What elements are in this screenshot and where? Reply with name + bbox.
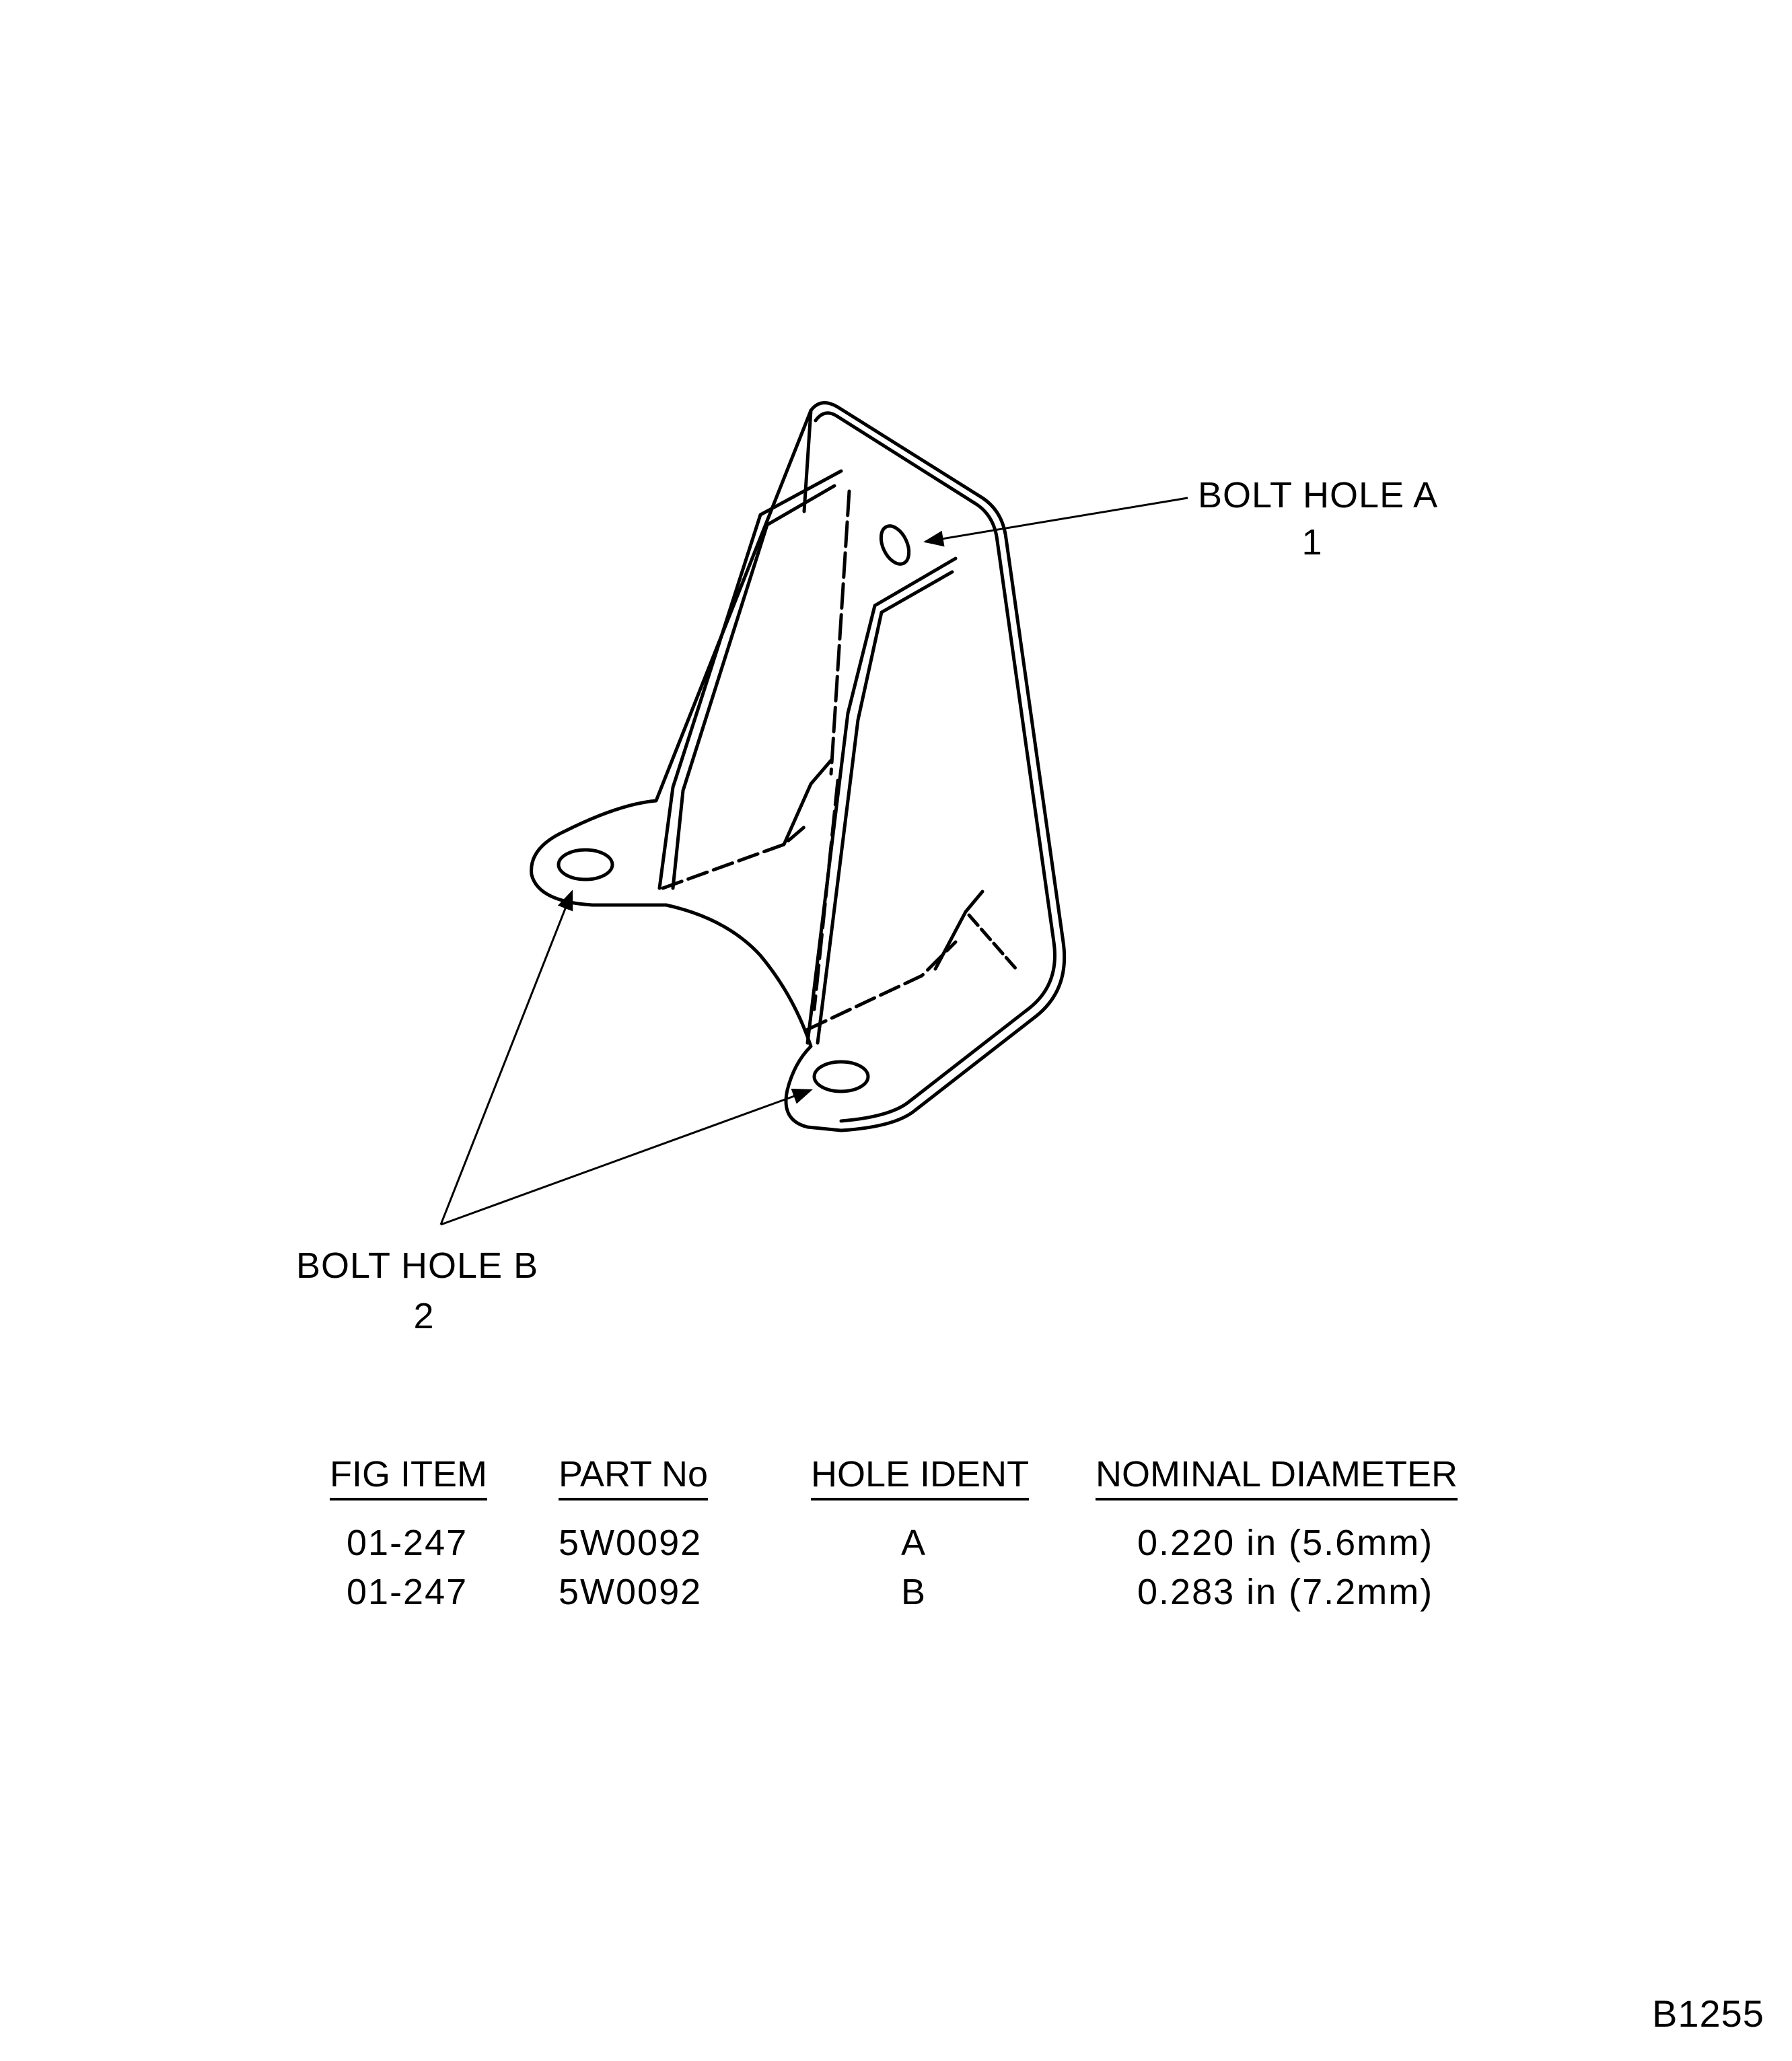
row1-fig-item: 01-247: [347, 1523, 468, 1563]
hole-b-number: 2: [413, 1296, 435, 1336]
row2-part-no: 5W0092: [559, 1572, 703, 1612]
row2-diameter: 0.283 in (7.2mm): [1137, 1572, 1434, 1612]
header-fig-item: FIG ITEM: [330, 1453, 487, 1500]
leader-b-left: [439, 890, 573, 1225]
row1-diameter: 0.220 in (5.6mm): [1137, 1523, 1434, 1563]
bolt-hole-b-lower: [812, 1060, 870, 1093]
row1-part-no: 5W0092: [559, 1523, 703, 1563]
header-nominal-diameter: NOMINAL DIAMETER: [1096, 1453, 1458, 1500]
leader-a: [923, 497, 1188, 547]
bracket-outline: [530, 401, 1067, 1132]
row2-fig-item: 01-247: [347, 1572, 468, 1612]
bolt-hole-b-left: [557, 848, 614, 881]
hole-b-label: BOLT HOLE B: [296, 1245, 539, 1286]
figure-code: B1255: [1652, 1992, 1764, 2035]
bolt-hole-a: [879, 524, 911, 566]
header-hole-ident: HOLE IDENT: [811, 1453, 1030, 1500]
hole-a-label: BOLT HOLE A: [1198, 475, 1439, 515]
leader-b-lower: [440, 1088, 813, 1226]
row2-hole-ident: B: [900, 1572, 927, 1612]
row1-hole-ident: A: [900, 1523, 927, 1563]
header-part-no: PART No: [559, 1453, 709, 1500]
hole-a-number: 1: [1301, 522, 1323, 563]
